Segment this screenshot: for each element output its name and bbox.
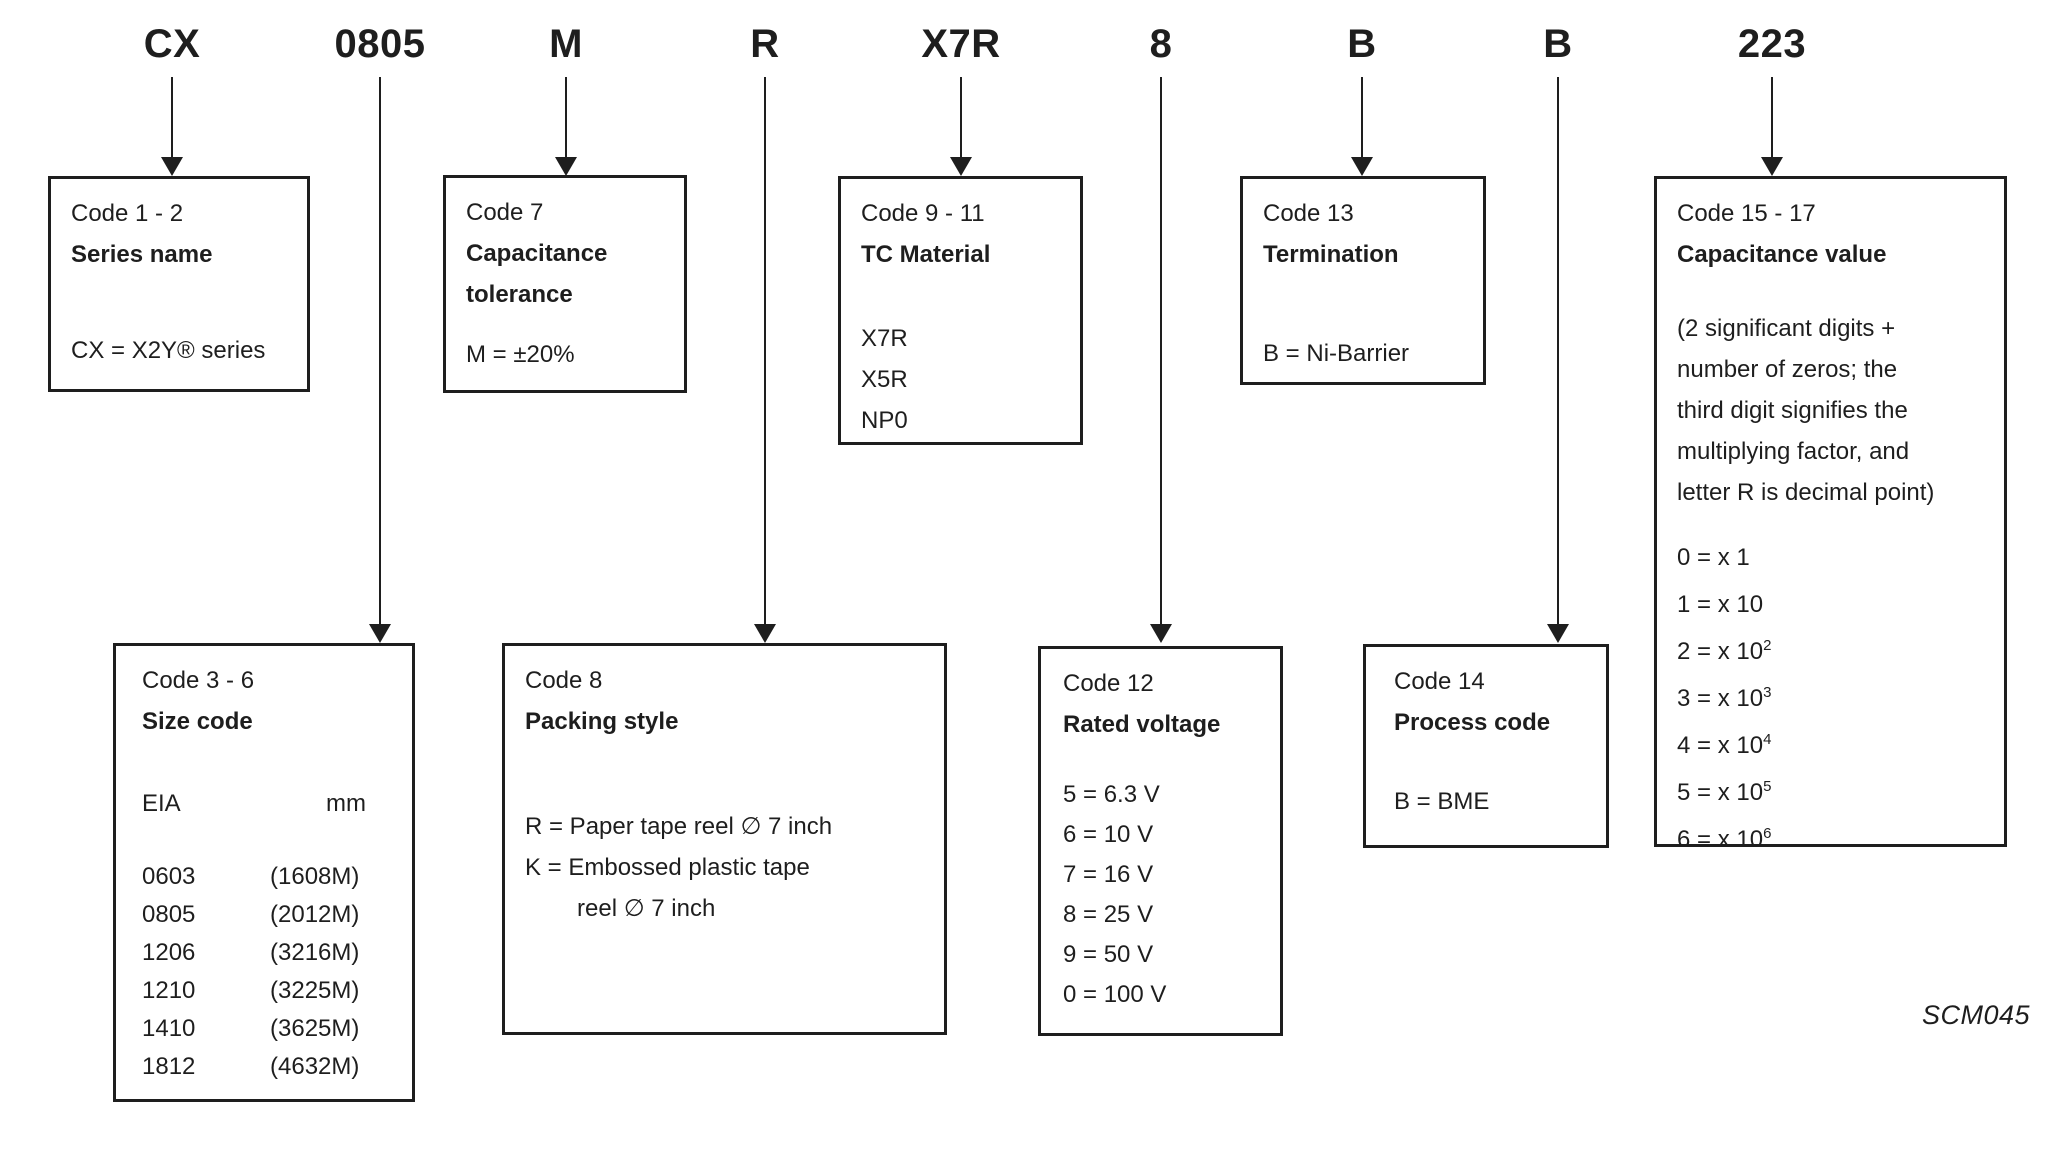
voltage-option: 9 = 50 V [1063, 941, 1154, 968]
box-title: Termination [1263, 241, 1399, 268]
segment-label-termination: B [1347, 22, 1377, 66]
arrow-down-icon-tc-material [950, 77, 972, 176]
tc-option: X7R [861, 325, 908, 352]
segment-label-size: 0805 [334, 22, 426, 66]
box-rated-voltage: Code 12 Rated voltage 5 = 6.3 V 6 = 10 V… [1038, 646, 1283, 1036]
box-process-code: Code 14 Process code B = BME [1363, 644, 1609, 848]
multiplier-row: 5 = x 105 [1677, 778, 1772, 806]
tolerance-value: M = ±20% [466, 341, 575, 368]
arrow-down-icon-tolerance [555, 77, 577, 176]
segment-label-process: B [1543, 22, 1573, 66]
box-tc-material: Code 9 - 11 TC Material X7R X5R NP0 [838, 176, 1083, 445]
arrow-down-icon-voltage [1150, 77, 1172, 643]
arrow-down-icon-process [1547, 77, 1569, 643]
code-range: Code 7 [466, 199, 544, 226]
capacitance-note: number of zeros; the [1677, 356, 1898, 383]
box-packing-style: Code 8 Packing style R = Paper tape reel… [502, 643, 947, 1035]
arrow-down-icon-size [369, 77, 391, 643]
tc-option: NP0 [861, 407, 908, 434]
box-title: Capacitance [466, 240, 608, 267]
series-value: CX = X2Y® series [71, 337, 266, 364]
capacitance-note: multiplying factor, and [1677, 438, 1910, 465]
box-capacitance-tolerance: Code 7 Capacitance tolerance M = ±20% [443, 175, 687, 393]
box-title: Process code [1394, 709, 1551, 736]
packing-option-continued: reel ∅ 7 inch [577, 895, 716, 922]
size-table-row: 1210(3225M) [142, 977, 360, 1004]
box-title: Size code [142, 708, 253, 735]
code-range: Code 1 - 2 [71, 200, 184, 227]
voltage-option: 0 = 100 V [1063, 981, 1167, 1008]
size-table-row: 1410(3625M) [142, 1015, 360, 1042]
size-table-row: 1812(4632M) [142, 1053, 360, 1080]
multiplier-row: 2 = x 102 [1677, 637, 1772, 665]
figure-code: SCM045 [1922, 1000, 2031, 1030]
box-termination: Code 13 Termination B = Ni-Barrier [1240, 176, 1486, 385]
arrow-down-icon-capacitance [1761, 77, 1783, 176]
size-table-row: 0603(1608M) [142, 863, 360, 890]
multiplier-row: 0 = x 1 [1677, 544, 1750, 571]
code-range: Code 13 [1263, 200, 1354, 227]
voltage-option: 6 = 10 V [1063, 821, 1154, 848]
box-series-name: Code 1 - 2 Series name CX = X2Y® series [48, 176, 310, 392]
code-range: Code 12 [1063, 670, 1154, 697]
arrow-down-icon-packing [754, 77, 776, 643]
code-range: Code 9 - 11 [861, 200, 985, 227]
multiplier-row: 6 = x 106 [1677, 825, 1772, 853]
multiplier-row: 4 = x 104 [1677, 731, 1772, 759]
voltage-option: 8 = 25 V [1063, 901, 1154, 928]
voltage-option: 7 = 16 V [1063, 861, 1154, 888]
box-title: Series name [71, 241, 213, 268]
capacitance-note: (2 significant digits + [1677, 315, 1896, 342]
arrow-down-icon-termination [1351, 77, 1373, 176]
box-title: Packing style [525, 708, 679, 735]
box-title: Capacitance value [1677, 241, 1887, 268]
code-range: Code 8 [525, 667, 603, 694]
process-value: B = BME [1394, 788, 1490, 815]
segment-label-tc-material: X7R [921, 22, 1001, 66]
arrow-down-icon-series [161, 77, 183, 176]
col-header-eia: EIA [142, 790, 181, 817]
size-table-header: EIA mm [142, 783, 394, 824]
box-title: Rated voltage [1063, 711, 1221, 738]
termination-value: B = Ni-Barrier [1263, 340, 1410, 367]
box-size-code: Code 3 - 6 Size code EIA mm 0603(1608M) … [113, 643, 415, 1102]
segment-label-tolerance: M [549, 22, 583, 66]
code-range: Code 3 - 6 [142, 667, 255, 694]
box-capacitance-value: Code 15 - 17 Capacitance value (2 signif… [1654, 176, 2007, 853]
multiplier-row: 3 = x 103 [1677, 684, 1772, 712]
capacitance-note: letter R is decimal point) [1677, 479, 1935, 506]
size-table-row: 1206(3216M) [142, 939, 360, 966]
code-range: Code 15 - 17 [1677, 200, 1816, 227]
code-range: Code 14 [1394, 668, 1485, 695]
col-header-mm: mm [326, 790, 366, 817]
segment-label-series: CX [143, 22, 201, 66]
segment-label-capacitance: 223 [1737, 22, 1807, 66]
box-title: tolerance [466, 281, 573, 308]
tc-option: X5R [861, 366, 908, 393]
voltage-option: 5 = 6.3 V [1063, 781, 1160, 808]
packing-option: R = Paper tape reel ∅ 7 inch [525, 813, 833, 840]
segment-label-voltage: 8 [1149, 22, 1173, 66]
packing-option: K = Embossed plastic tape [525, 854, 810, 881]
multiplier-row: 1 = x 10 [1677, 591, 1764, 618]
segment-label-packing: R [750, 22, 780, 66]
box-title: TC Material [861, 241, 991, 268]
capacitance-note: third digit signifies the [1677, 397, 1908, 424]
size-table-row: 0805(2012M) [142, 901, 360, 928]
